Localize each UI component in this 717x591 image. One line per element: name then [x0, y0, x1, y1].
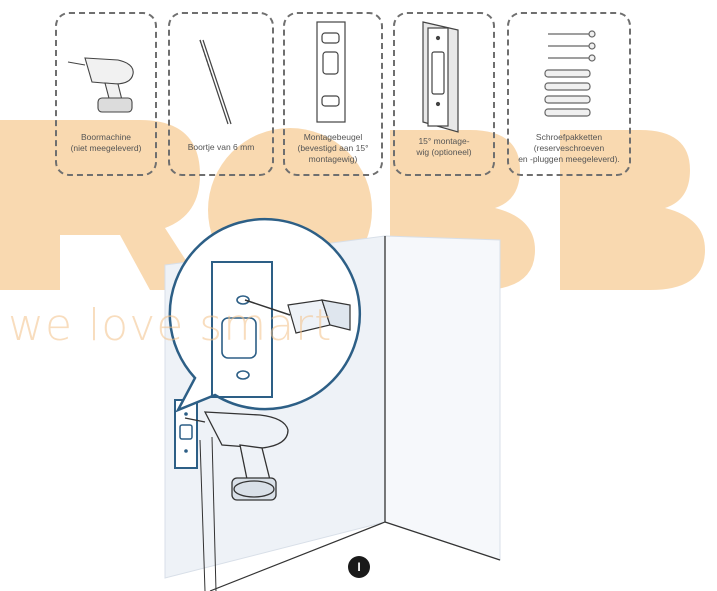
- tool-label-bracket-line2: (bevestigd aan 15°: [285, 143, 381, 154]
- tool-label-drill-line2: (niet meegeleverd): [57, 143, 155, 154]
- tool-label-wedge-line1: 15° montage-: [395, 136, 493, 147]
- tool-label-drill-line1: Boormachine: [57, 132, 155, 143]
- tool-label-screws-line2: (reserveschroeven: [509, 143, 629, 154]
- tool-label-bracket-line3: montagewig): [285, 154, 381, 165]
- tool-card-screws: Schroefpakketten (reserveschroeven en -p…: [507, 12, 631, 176]
- tool-card-drill-bit: Boortje van 6 mm: [168, 12, 274, 176]
- tool-label-bracket-line1: Montagebeugel: [285, 132, 381, 143]
- step-number-badge: I: [348, 556, 370, 578]
- tool-label-screws-line1: Schroefpakketten: [509, 132, 629, 143]
- watermark-tagline: we love smart: [8, 300, 332, 351]
- tool-label-wedge-line2: wig (optioneel): [395, 147, 493, 158]
- tool-card-wedge: 15° montage- wig (optioneel): [393, 12, 495, 176]
- tool-card-drill: Boormachine (niet meegeleverd): [55, 12, 157, 176]
- tool-card-mounting-bracket: Montagebeugel (bevestigd aan 15° montage…: [283, 12, 383, 176]
- tool-label-drill-bit: Boortje van 6 mm: [170, 142, 272, 153]
- tool-label-screws-line3: en -pluggen meegeleverd).: [509, 154, 629, 165]
